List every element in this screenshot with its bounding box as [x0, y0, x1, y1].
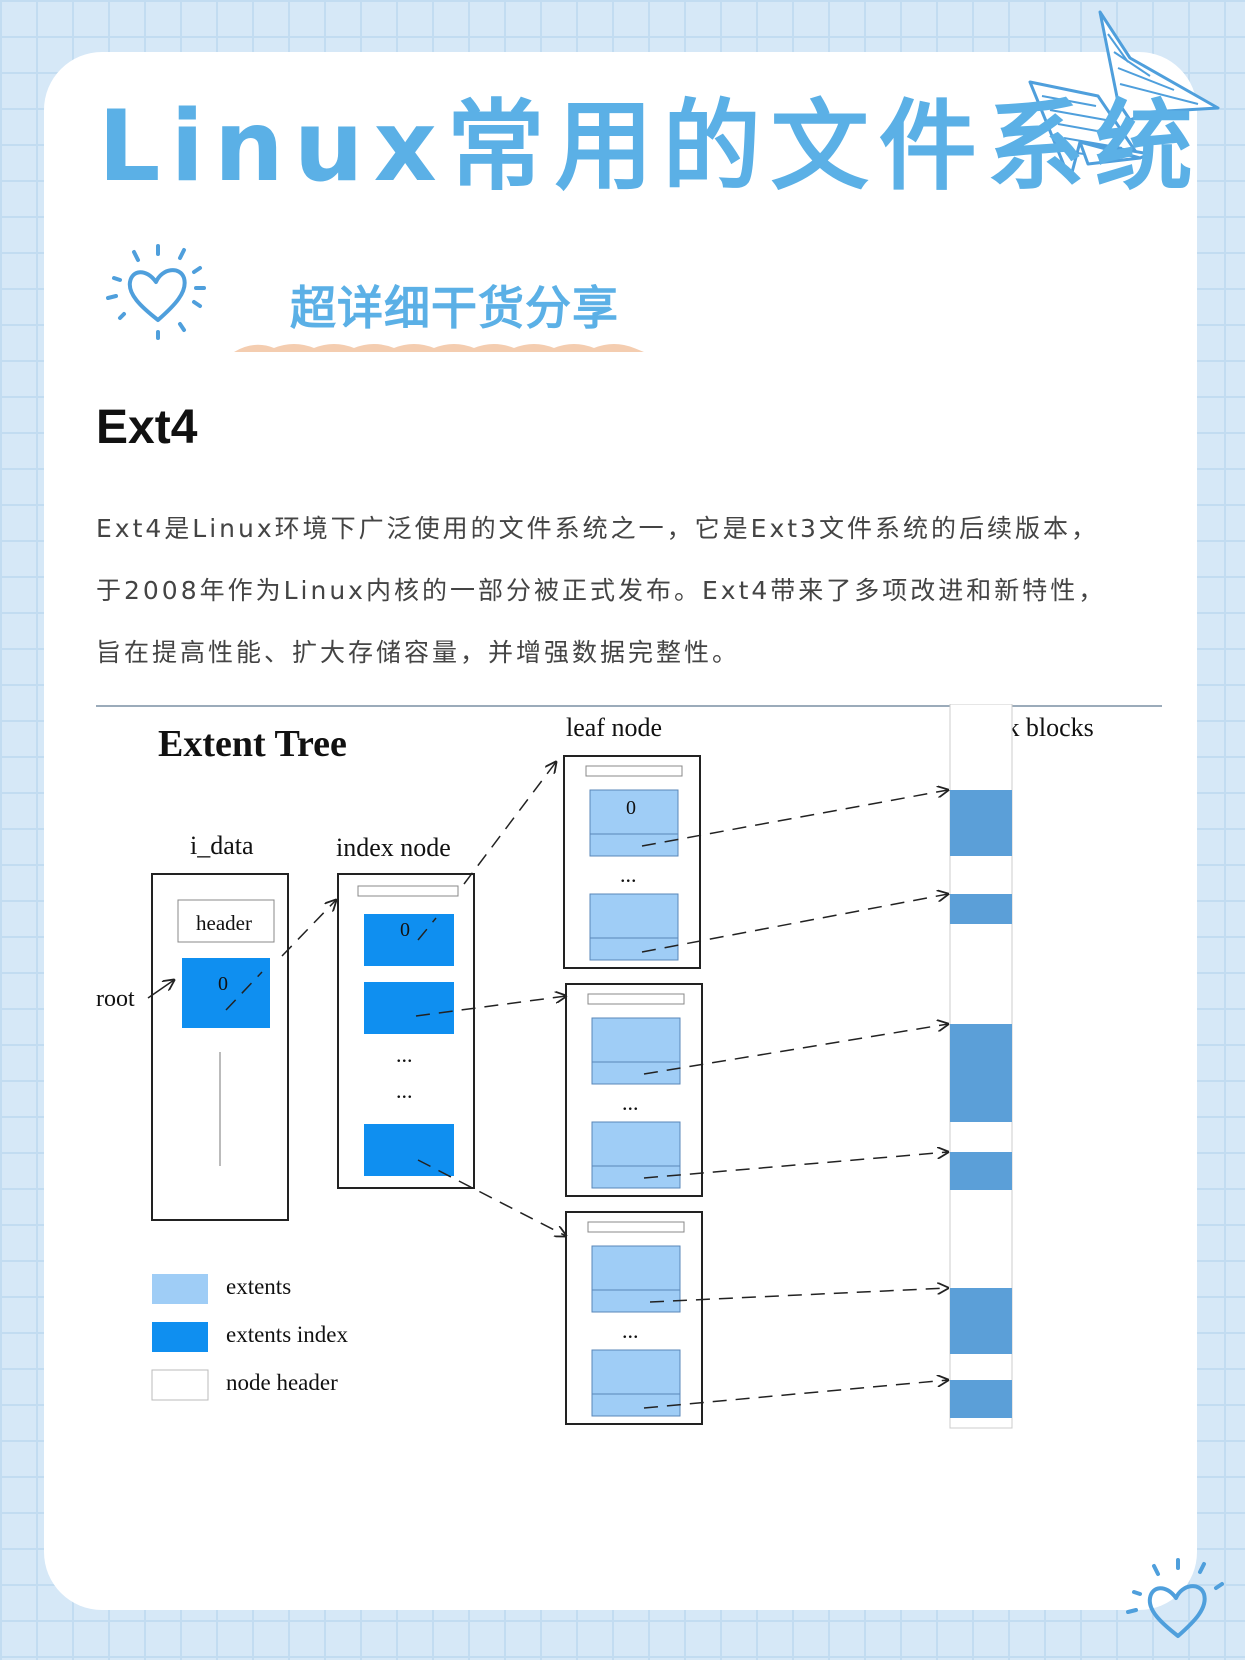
extent-entry	[589, 789, 679, 857]
legend-swatch-extents-index	[152, 1322, 208, 1352]
extent-entry	[591, 1017, 681, 1085]
section-heading: Ext4	[96, 401, 198, 454]
ellipsis: ...	[396, 1078, 413, 1103]
ellipsis: ...	[622, 1090, 639, 1115]
disk-block	[950, 1380, 1012, 1418]
disk-block	[950, 1288, 1012, 1354]
subtitle-underline	[234, 344, 644, 352]
diagram-title: Extent Tree	[158, 723, 347, 765]
disk-block	[950, 1152, 1012, 1190]
extent-tree-diagram: Extent Tree i_data index node leaf node …	[96, 704, 1162, 1464]
paragraph-line: 旨在提高性能、扩大存储容量，并增强数据完整性。	[96, 638, 741, 667]
i-data-header	[177, 899, 275, 943]
leaf-node-header	[587, 993, 685, 1005]
zero-label: 0	[626, 797, 636, 819]
disk-block	[950, 790, 1012, 856]
extent-entry	[589, 893, 679, 961]
subtitle: 超详细干货分享	[290, 281, 619, 335]
index-node-header	[357, 885, 459, 897]
legend-swatch-node-header	[151, 1369, 209, 1401]
pointer-arrows	[225, 762, 948, 1409]
index-entry	[364, 1124, 454, 1176]
legend-label: extents index	[226, 1322, 348, 1347]
root-label: root	[96, 986, 135, 1012]
ellipsis: ...	[622, 1318, 639, 1343]
index-entry	[364, 914, 454, 966]
section-paragraph: Ext4是Linux环境下广泛使用的文件系统之一，它是Ext3文件系统的后续版本…	[96, 498, 1156, 684]
heart-sparkle-icon	[106, 244, 206, 340]
extent-entry	[591, 1245, 681, 1313]
disk-block	[950, 894, 1012, 924]
header-label: header	[196, 911, 252, 935]
root-arrow	[147, 980, 174, 999]
legend-label: node header	[226, 1370, 338, 1395]
extent-entry	[591, 1349, 681, 1417]
index-entry	[364, 982, 454, 1034]
legend: extents extents index node header	[151, 1274, 348, 1401]
label-i-data: i_data	[190, 831, 254, 860]
legend-swatch-extents	[152, 1274, 208, 1304]
ellipsis: ...	[620, 862, 637, 887]
i-data-index-entry	[182, 958, 270, 1028]
leaf-node-header	[587, 1221, 685, 1233]
subtitle-banner: 超详细干货分享	[234, 262, 644, 354]
ellipsis: ...	[396, 1042, 413, 1067]
heart-sparkle-icon	[1126, 1558, 1224, 1638]
page-title: Linux常用的文件系统	[98, 90, 1203, 204]
legend-label: extents	[226, 1274, 291, 1299]
paragraph-line: Ext4是Linux环境下广泛使用的文件系统之一，它是Ext3文件系统的后续版本…	[96, 514, 1099, 543]
label-leaf-node: leaf node	[566, 713, 662, 742]
extent-entry	[591, 1121, 681, 1189]
paper-plane-icon	[1028, 10, 1220, 182]
label-index-node: index node	[336, 833, 451, 862]
leaf-node-header	[585, 765, 683, 777]
paragraph-line: 于2008年作为Linux内核的一部分被正式发布。Ext4带来了多项改进和新特性…	[96, 576, 1107, 605]
disk-block	[950, 1024, 1012, 1122]
zero-label: 0	[218, 973, 228, 995]
zero-label: 0	[400, 919, 410, 941]
